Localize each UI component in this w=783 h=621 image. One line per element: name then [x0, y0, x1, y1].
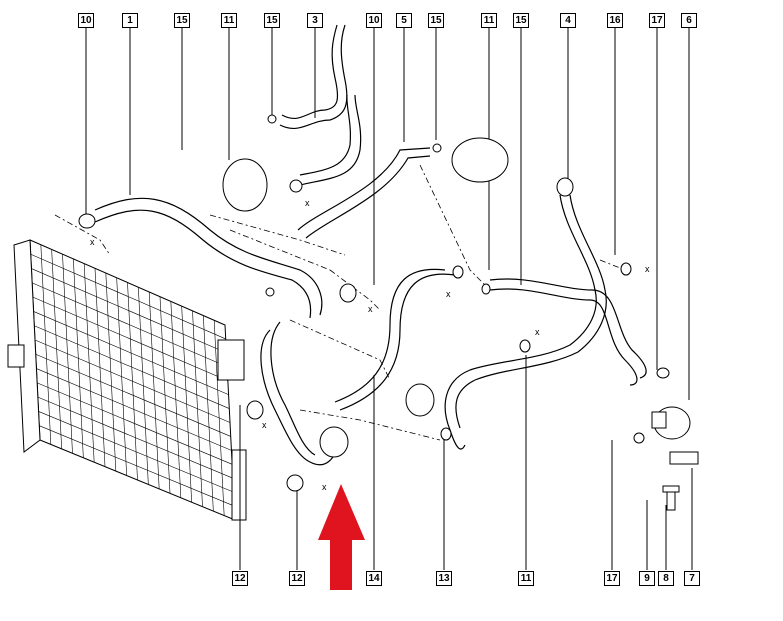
callout-top-15b: 15: [264, 13, 280, 28]
x-marker: x: [305, 198, 310, 208]
hoses: [94, 24, 647, 466]
callout-top-15d: 15: [513, 13, 529, 28]
x-marker: x: [368, 304, 373, 314]
callout-bottom-17: 17: [604, 571, 620, 586]
callout-top-10b: 10: [366, 13, 382, 28]
x-marker: x: [322, 482, 327, 492]
callout-top-4: 4: [560, 13, 576, 28]
callout-bottom-14: 14: [366, 571, 382, 586]
callout-top-5: 5: [396, 13, 412, 28]
callout-bottom-7: 7: [684, 571, 700, 586]
callout-bottom-12: 12: [232, 571, 248, 586]
radiator: [7, 239, 247, 521]
x-marker: x: [446, 289, 451, 299]
callout-top-6: 6: [681, 13, 697, 28]
callout-top-15: 15: [174, 13, 190, 28]
axis-markers: x x x x x x x x: [90, 198, 650, 492]
callout-top-11: 11: [221, 13, 237, 28]
callout-bottom-9: 9: [639, 571, 655, 586]
callout-bottom-12b: 12: [289, 571, 305, 586]
callout-top-15c: 15: [428, 13, 444, 28]
leader-lines: [85, 27, 693, 570]
callout-bottom-8: 8: [658, 571, 674, 586]
callout-bottom-13: 13: [436, 571, 452, 586]
callout-top-17: 17: [649, 13, 665, 28]
callout-top-1: 1: [122, 13, 138, 28]
callout-top-10: 10: [78, 13, 94, 28]
highlight-arrow: [318, 484, 365, 590]
callout-top-11b: 11: [481, 13, 497, 28]
callout-top-3: 3: [307, 13, 323, 28]
callout-bottom-11: 11: [518, 571, 534, 586]
x-marker: x: [645, 264, 650, 274]
components: [78, 114, 699, 511]
x-marker: x: [535, 327, 540, 337]
callout-top-16: 16: [607, 13, 623, 28]
assembly-lines: [54, 164, 626, 441]
x-marker: x: [262, 420, 267, 430]
x-marker: x: [90, 237, 95, 247]
